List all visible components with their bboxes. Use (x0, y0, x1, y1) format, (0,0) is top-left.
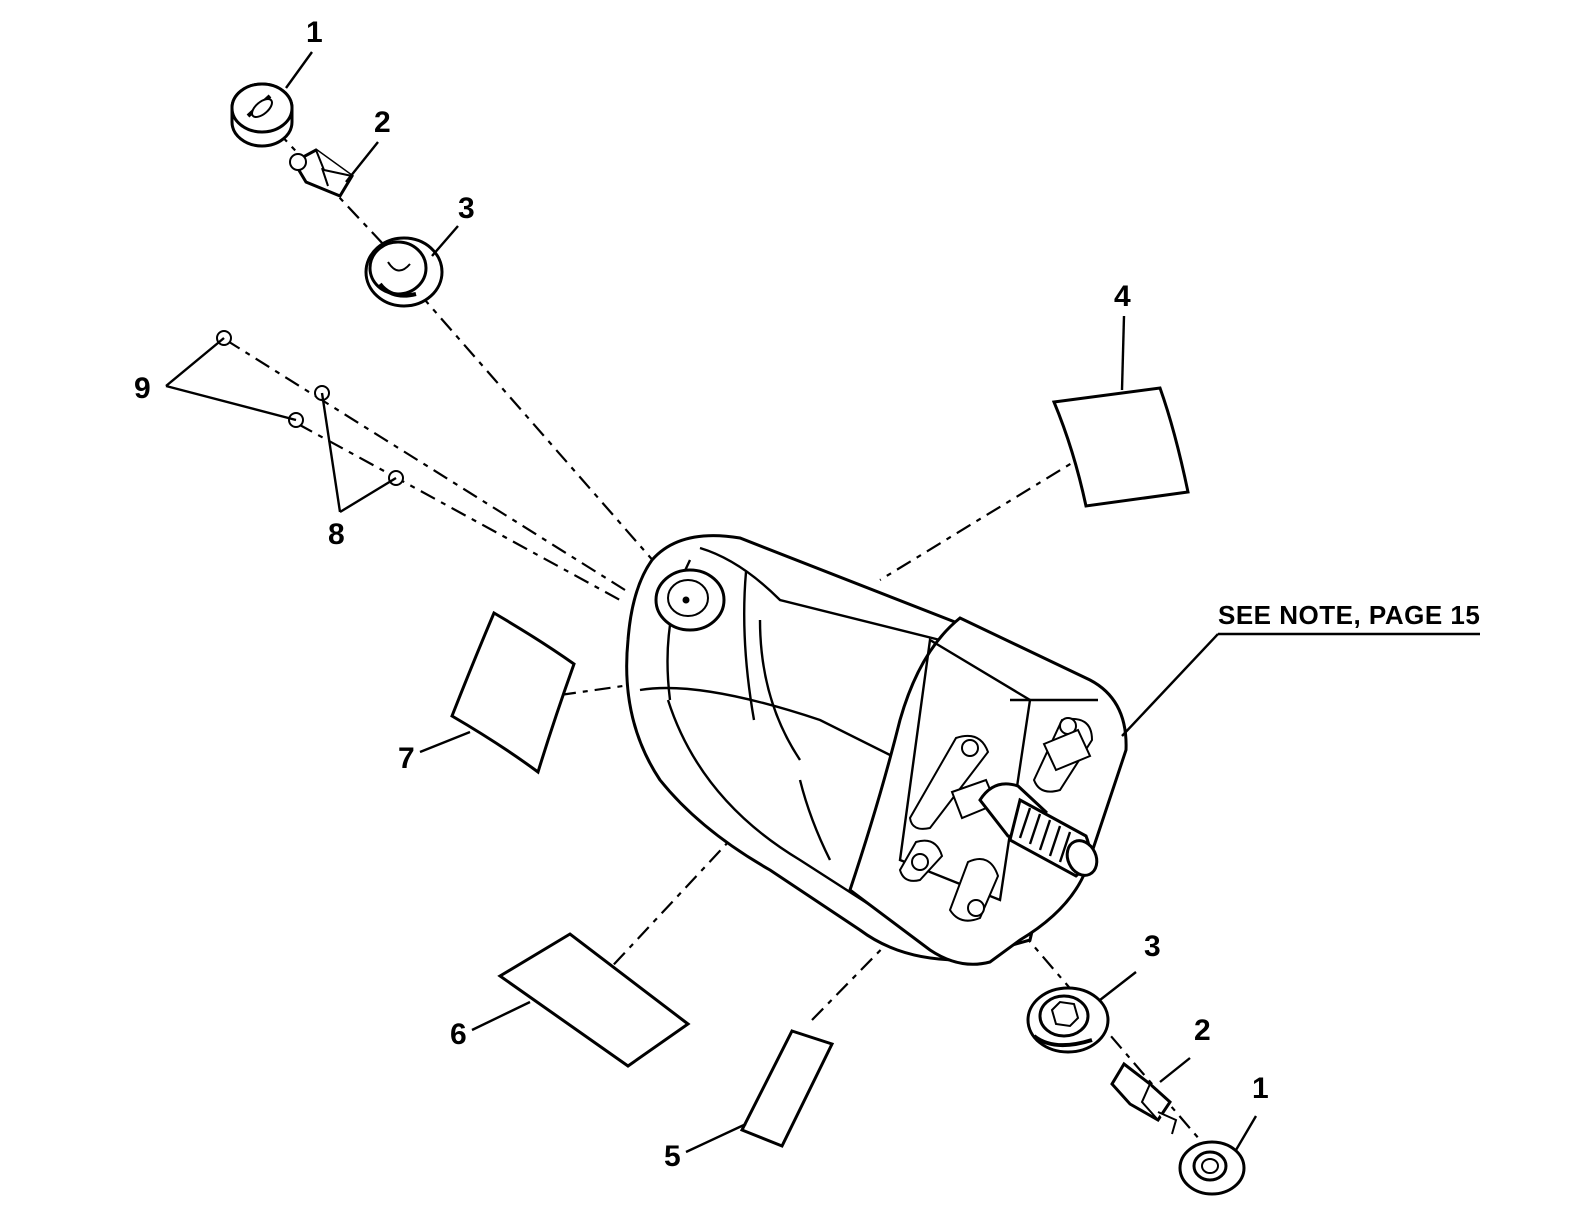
callout-1-top: 1 (306, 16, 323, 49)
callout-8: 8 (328, 518, 345, 551)
dash-line-nut-upper (225, 339, 626, 591)
callout-3-top: 3 (458, 192, 475, 225)
note-leader (1121, 633, 1219, 737)
callout-1-bottom: 1 (1252, 1072, 1269, 1105)
dash-line-label-4 (879, 451, 1091, 581)
bearing-top (364, 236, 444, 308)
callout-numbers: 1 2 3 4 9 8 7 6 5 3 2 1 (134, 16, 1269, 1173)
dash-line-label-6 (589, 807, 761, 991)
cap-bottom (1178, 1140, 1246, 1196)
cap-top (230, 82, 294, 148)
callout-2-top: 2 (374, 106, 391, 139)
brush-holder-bottom (1110, 1061, 1178, 1135)
brush-holder-top (289, 148, 354, 198)
callout-3-bottom: 3 (1144, 930, 1161, 963)
decal-6 (497, 932, 691, 1068)
nuts-group (216, 330, 404, 486)
dash-line-nut-lower (297, 423, 621, 601)
decal-4 (1051, 386, 1190, 508)
bearing-bottom (1026, 986, 1110, 1054)
leader-lines (165, 51, 1480, 1154)
dash-line-bearing-to-housing (417, 291, 671, 581)
callout-4: 4 (1114, 280, 1131, 313)
callout-7: 7 (398, 742, 415, 775)
dash-line-label-7 (559, 658, 806, 697)
motor-assembly (625, 534, 1128, 966)
callout-5: 5 (664, 1140, 681, 1173)
see-note-label: SEE NOTE, PAGE 15 (1218, 600, 1480, 630)
dash-line-bottom-chain (1019, 929, 1201, 1141)
callout-2-bottom: 2 (1194, 1014, 1211, 1047)
decal-7 (450, 610, 576, 775)
callout-9: 9 (134, 372, 151, 405)
callout-6: 6 (450, 1018, 467, 1051)
decal-5 (739, 1029, 835, 1148)
dash-line-top-chain (275, 129, 401, 263)
